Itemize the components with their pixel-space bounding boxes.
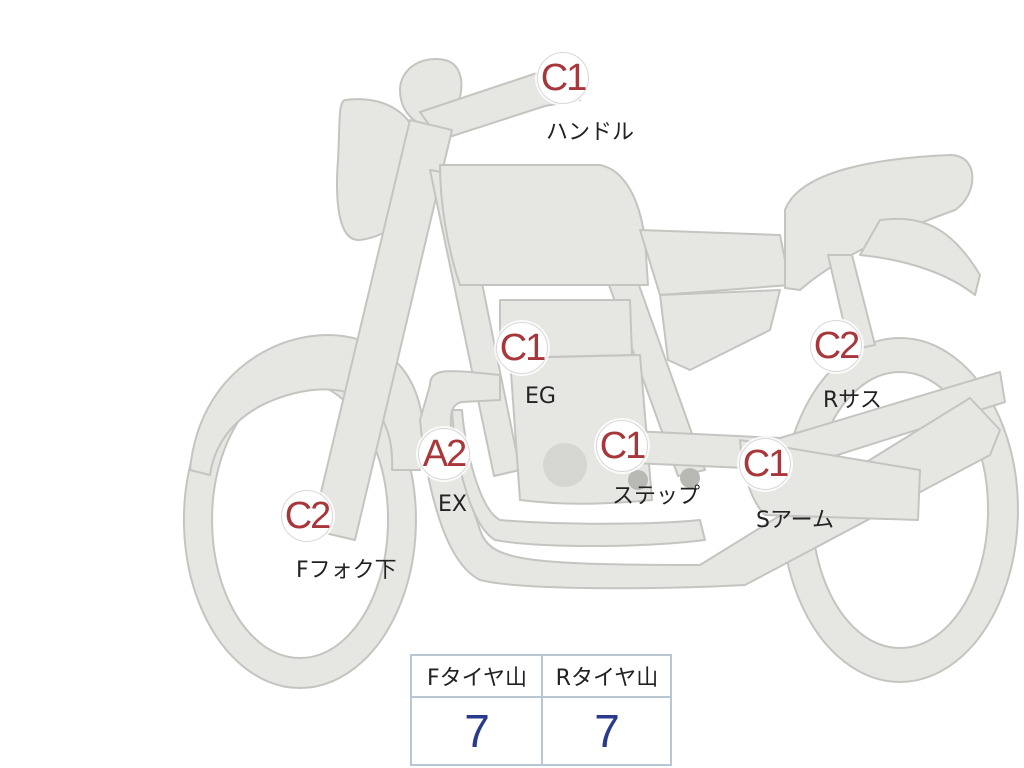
rear-suspension-label: Rサス [823, 388, 882, 413]
tire-tread-table: Fタイヤ山 Rタイヤ山 7 7 [410, 654, 672, 766]
rear-tail [859, 217, 981, 296]
table-divider [541, 656, 543, 764]
rear-shock [827, 254, 876, 351]
step-grade-marker: C1 [596, 420, 648, 472]
front-fork-grade-marker: C2 [281, 490, 333, 542]
handle-grade-marker: C1 [537, 52, 589, 104]
tail-fairing [659, 289, 781, 371]
exhaust-label: EX [438, 492, 467, 517]
front-fork-label: Fフォク下 [296, 558, 397, 583]
step-peg-2 [680, 468, 700, 488]
front-tire-value: 7 [464, 705, 490, 757]
handle-label: ハンドル [546, 120, 635, 145]
front-fork [311, 119, 453, 541]
engine-case [543, 443, 587, 487]
step-label: ステップ [612, 484, 701, 509]
step-peg-1 [628, 470, 648, 490]
exhaust-grade-marker: A2 [418, 428, 470, 480]
engine-grade-marker: C1 [496, 322, 548, 374]
front-tire-header: Fタイヤ山 [412, 656, 542, 698]
fuel-tank [439, 164, 649, 286]
rear-suspension-grade-marker: C2 [810, 320, 862, 372]
exhaust-inner [451, 409, 706, 547]
rear-tire-value: 7 [594, 705, 620, 757]
swing-arm-label: Sアーム [756, 508, 834, 533]
swing-arm-grade-marker: C1 [739, 438, 791, 490]
rear-tire-header: Rタイヤ山 [542, 656, 672, 698]
engine-label: EG [525, 384, 556, 409]
side-cover [639, 229, 791, 296]
